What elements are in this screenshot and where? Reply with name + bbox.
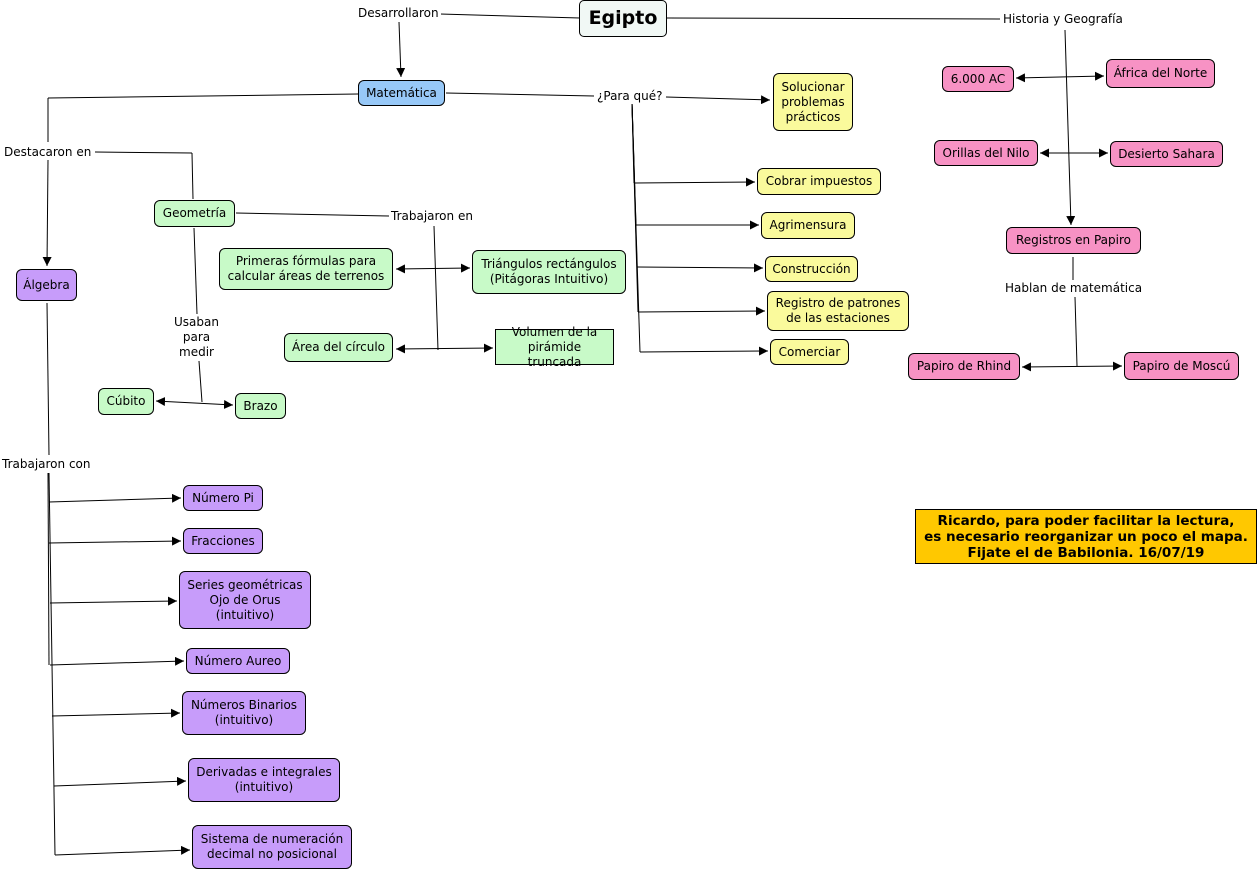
- concept-sistema-numeracion[interactable]: Sistema de numeración decimal no posicio…: [192, 825, 352, 869]
- concept-comerciar[interactable]: Comerciar: [770, 339, 849, 365]
- link-trabajaron-en: Trabajaron en: [389, 209, 475, 224]
- concept-6000-ac[interactable]: 6.000 AC: [942, 66, 1014, 92]
- concept-numero-aureo[interactable]: Número Aureo: [186, 648, 290, 674]
- concept-papiro-de-moscu[interactable]: Papiro de Moscú: [1124, 352, 1239, 380]
- link-para-que: ¿Para qué?: [595, 89, 665, 104]
- concept-geometria[interactable]: Geometría: [154, 200, 235, 227]
- concept-series-geometricas[interactable]: Series geométricas Ojo de Orus (intuitiv…: [179, 571, 311, 629]
- link-trabajaron-con: Trabajaron con: [0, 457, 93, 472]
- link-historia-geografia: Historia y Geografía: [1001, 12, 1125, 27]
- concept-numero-pi[interactable]: Número Pi: [183, 485, 263, 511]
- concept-egipto[interactable]: Egipto: [579, 0, 667, 37]
- concept-area-circulo[interactable]: Área del círculo: [284, 333, 393, 362]
- concept-construccion[interactable]: Construcción: [765, 256, 858, 282]
- concept-fracciones[interactable]: Fracciones: [183, 528, 263, 554]
- concept-registros-en-papiro[interactable]: Registros en Papiro: [1006, 227, 1141, 254]
- teacher-note: Ricardo, para poder facilitar la lectura…: [915, 509, 1257, 564]
- link-destacaron-en: Destacaron en: [2, 145, 94, 160]
- concept-cobrar-impuestos[interactable]: Cobrar impuestos: [757, 168, 881, 195]
- concept-registro-patrones[interactable]: Registro de patrones de las estaciones: [767, 291, 909, 331]
- concept-volumen-piramide[interactable]: Volumen de la pirámide truncada: [495, 325, 614, 369]
- concept-triangulos-rectangulos[interactable]: Triángulos rectángulos (Pitágoras Intuit…: [472, 250, 626, 294]
- concept-agrimensura[interactable]: Agrimensura: [761, 212, 855, 239]
- link-desarrollaron: Desarrollaron: [356, 6, 441, 21]
- concept-numeros-binarios[interactable]: Números Binarios (intuitivo): [182, 691, 306, 735]
- concept-matematica[interactable]: Matemática: [358, 80, 445, 106]
- concept-algebra[interactable]: Álgebra: [16, 269, 77, 301]
- concept-papiro-de-rhind[interactable]: Papiro de Rhind: [908, 353, 1020, 380]
- concept-orillas-del-nilo[interactable]: Orillas del Nilo: [934, 140, 1038, 166]
- concept-solucionar-problemas[interactable]: Solucionar problemas prácticos: [773, 73, 853, 131]
- concept-desierto-sahara[interactable]: Desierto Sahara: [1110, 141, 1223, 167]
- concept-cubito[interactable]: Cúbito: [98, 388, 154, 415]
- concept-derivadas-integrales[interactable]: Derivadas e integrales (intuitivo): [188, 758, 340, 802]
- concept-brazo[interactable]: Brazo: [235, 393, 286, 419]
- concept-primeras-formulas[interactable]: Primeras fórmulas para calcular áreas de…: [219, 248, 393, 290]
- link-usaban-para-medir: Usaban para medir: [172, 315, 221, 360]
- concept-africa-del-norte[interactable]: África del Norte: [1106, 59, 1215, 88]
- link-hablan-de-matematica: Hablan de matemática: [1003, 281, 1145, 296]
